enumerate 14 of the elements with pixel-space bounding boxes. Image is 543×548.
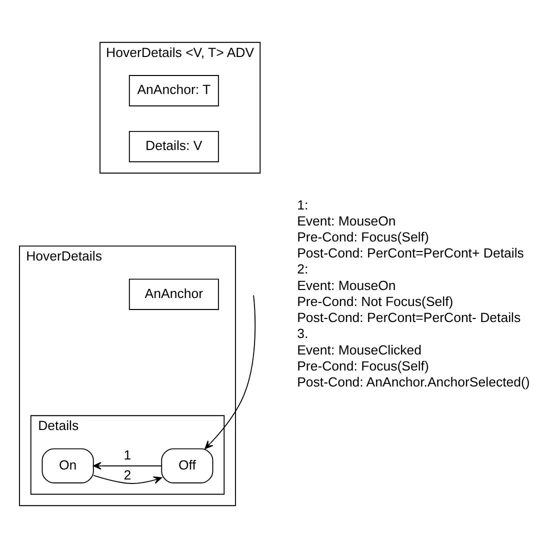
label: 2: — [297, 262, 308, 277]
label: Event: MouseClicked — [297, 342, 422, 358]
label: Post-Cond: AnAnchor.AnchorSelected() — [297, 374, 530, 390]
edge-label: 2 — [124, 467, 132, 482]
label: Pre-Cond: Not Focus(Self) — [297, 294, 454, 309]
label: Post-Cond: PerCont=PerCont- Details — [297, 310, 521, 326]
label: Pre-Cond: Focus(Self) — [297, 358, 429, 374]
label: 1: — [297, 197, 308, 212]
label: Pre-Cond: Focus(Self) — [297, 230, 429, 245]
label: Event: MouseOn — [297, 213, 396, 228]
label: Event: MouseOn — [297, 278, 396, 293]
edge-label: 1 — [124, 447, 132, 462]
label: 3. — [297, 326, 308, 342]
label: Post-Cond: PerCont=PerCont+ Details — [297, 246, 524, 261]
